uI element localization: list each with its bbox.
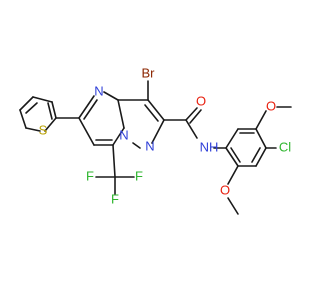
trifluoromethyl-group — [95, 144, 135, 195]
atom-n-pyrazole: N — [145, 138, 154, 153]
atom-f-left: F — [86, 168, 94, 183]
pyrazole-ring — [117, 99, 165, 149]
atom-o-carbonyl: O — [196, 93, 206, 108]
atom-cl: Cl — [279, 139, 291, 154]
atom-o-methoxy-bottom: O — [220, 182, 230, 197]
amide-group — [163, 107, 202, 139]
atom-o-methoxy-top: O — [266, 98, 276, 113]
methoxy-top — [255, 106, 292, 130]
structure-drawing: Br N N N O NH S F F F Cl O O — [19, 65, 292, 215]
atom-br: Br — [142, 65, 156, 80]
aryl-ring — [225, 128, 267, 167]
pyrimidine-ring — [78, 91, 125, 146]
molecule-diagram: Br N N N O NH S F F F Cl O O — [19, 65, 292, 215]
atom-n-bridgehead: N — [119, 127, 128, 142]
atom-f-right: F — [135, 168, 143, 183]
thiophene-ring — [19, 96, 57, 132]
atom-n-pyrimidine: N — [94, 83, 103, 98]
atom-f-bottom: F — [111, 191, 119, 206]
atom-nh: NH — [200, 139, 219, 154]
atom-s: S — [39, 122, 48, 137]
methoxy-bottom — [227, 165, 239, 215]
